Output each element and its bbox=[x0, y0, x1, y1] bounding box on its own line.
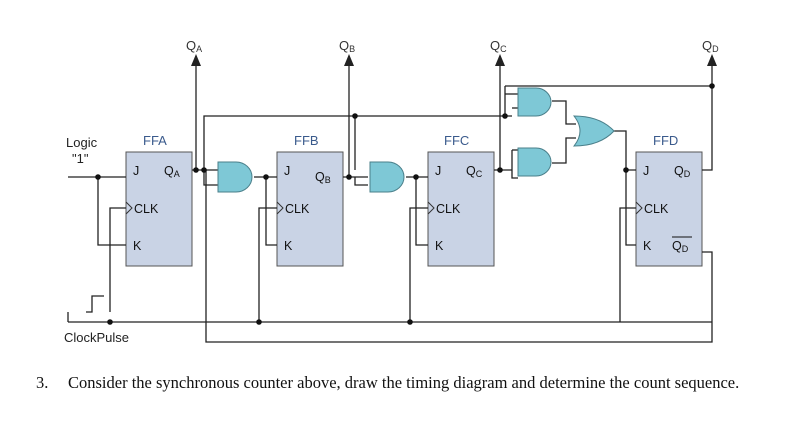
ffa-box bbox=[125, 151, 193, 267]
logic-one-label: "1" bbox=[72, 151, 89, 166]
junction-dots bbox=[95, 83, 715, 325]
ffd-k-pin: K bbox=[643, 239, 652, 253]
ffc-clk-pin: CLK bbox=[436, 202, 461, 216]
ffb-k-pin: K bbox=[284, 239, 293, 253]
ffc-j-pin: J bbox=[435, 164, 441, 178]
and-gate-3 bbox=[517, 87, 552, 117]
arrow-qc bbox=[495, 54, 505, 66]
question-text: Consider the synchronous counter above, … bbox=[68, 373, 740, 392]
output-arrows bbox=[191, 54, 717, 66]
output-label-qb: QB bbox=[339, 38, 355, 54]
ffd-q-pin: QD bbox=[674, 164, 691, 179]
arrow-qa bbox=[191, 54, 201, 66]
ffc-box bbox=[427, 151, 495, 267]
ffb-q-pin: QB bbox=[315, 170, 331, 185]
logic-label: Logic bbox=[66, 135, 98, 150]
clock-pulse-label: ClockPulse bbox=[64, 330, 129, 345]
ffd-clock-mark bbox=[635, 201, 643, 215]
and-gate-2 bbox=[369, 161, 405, 193]
counter-circuit-diagram: Logic "1" ClockPulse QA QB QC QD FFA FFB… bbox=[64, 38, 719, 345]
arrow-qb bbox=[344, 54, 354, 66]
ffd-j-pin: J bbox=[643, 164, 649, 178]
question-block: 3. Consider the synchronous counter abov… bbox=[36, 372, 786, 394]
output-label-qc: QC bbox=[490, 38, 507, 54]
question-number: 3. bbox=[36, 373, 49, 392]
and-gate-1 bbox=[217, 161, 253, 193]
output-label-qd: QD bbox=[702, 38, 719, 54]
ffc-q-pin: QC bbox=[466, 164, 483, 179]
gates bbox=[217, 87, 615, 193]
ffd-box bbox=[635, 151, 703, 267]
ffb-clk-pin: CLK bbox=[285, 202, 310, 216]
ffc-clock-mark bbox=[427, 201, 435, 215]
ffa-j-pin: J bbox=[133, 164, 139, 178]
ffd-qbar-pin: QD bbox=[672, 239, 689, 254]
ffc-name: FFC bbox=[444, 133, 469, 148]
arrow-qd bbox=[707, 54, 717, 66]
wires bbox=[67, 64, 713, 343]
ffc-k-pin: K bbox=[435, 239, 444, 253]
ffd-name: FFD bbox=[653, 133, 678, 148]
ffb-j-pin: J bbox=[284, 164, 290, 178]
output-label-qa: QA bbox=[186, 38, 202, 54]
ffb-clock-mark bbox=[276, 201, 284, 215]
ffa-name: FFA bbox=[143, 133, 167, 148]
ffa-clk-pin: CLK bbox=[134, 202, 159, 216]
ffa-q-pin: QA bbox=[164, 164, 180, 179]
ffa-k-pin: K bbox=[133, 239, 142, 253]
and-gate-4 bbox=[517, 147, 552, 177]
ffb-name: FFB bbox=[294, 133, 319, 148]
ffa-clock-mark bbox=[125, 201, 133, 215]
ffb-box bbox=[276, 151, 344, 267]
ffd-clk-pin: CLK bbox=[644, 202, 669, 216]
or-gate bbox=[572, 115, 615, 147]
